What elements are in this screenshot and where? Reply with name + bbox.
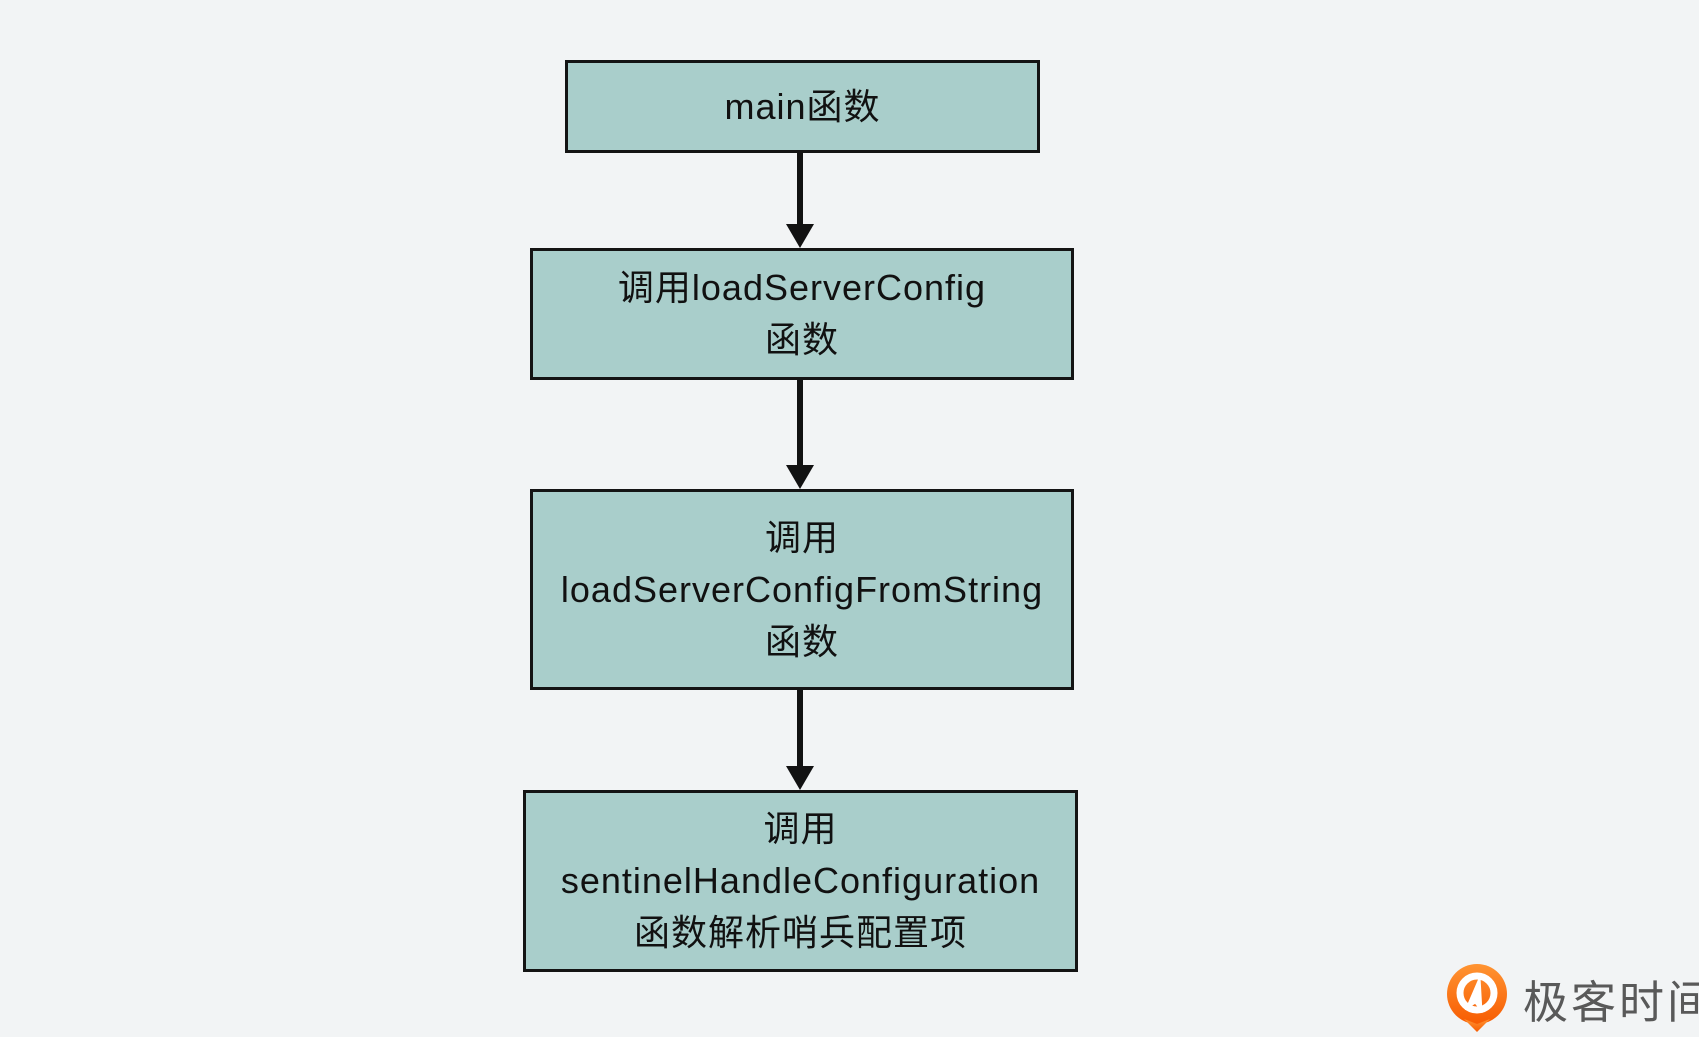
node-label-line: sentinelHandleConfiguration [560, 860, 1041, 901]
node-label-line: 函数 [764, 319, 839, 360]
node-label-line: main函数 [724, 85, 881, 127]
geektime-logo-text: 极客时间 [1523, 976, 1699, 1028]
flow-node-load-server-config-from-string: 调用 loadServerConfigFromString 函数 [530, 489, 1074, 690]
geektime-logo: 极客时间 [1443, 962, 1699, 1034]
node-label-line: 调用loadServerConfig [617, 267, 987, 308]
arrow-down-icon [797, 380, 803, 465]
arrow-down-icon [797, 153, 803, 224]
geektime-logo-icon [1447, 964, 1507, 1032]
node-label-line: loadServerConfigFromString [560, 568, 1044, 610]
node-label-line: 函数解析哨兵配置项 [633, 912, 967, 953]
flow-node-sentinel-handle-configuration: 调用 sentinelHandleConfiguration 函数解析哨兵配置项 [523, 790, 1078, 972]
flow-node-main: main函数 [565, 60, 1040, 153]
node-label-line: 调用 [764, 516, 839, 558]
flow-node-load-server-config: 调用loadServerConfig 函数 [530, 248, 1074, 380]
node-label-line: 调用 [763, 808, 838, 849]
arrow-down-icon [797, 690, 803, 766]
node-label-line: 函数 [764, 620, 839, 662]
